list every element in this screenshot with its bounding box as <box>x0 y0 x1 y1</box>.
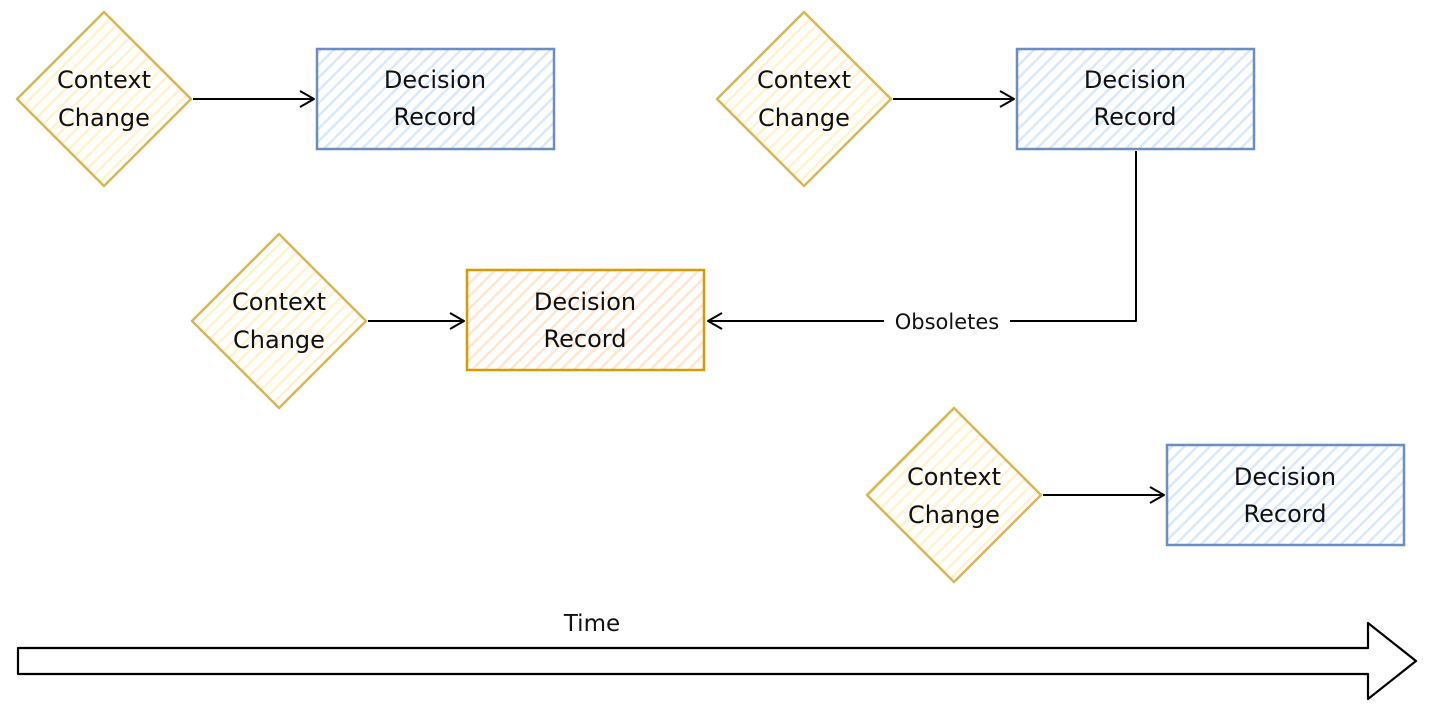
context-change-label-line2: Change <box>908 501 1000 529</box>
decision-record-label-line2: Record <box>394 103 477 131</box>
context-change-label-line2: Change <box>758 104 850 132</box>
context-change-label-line2: Change <box>58 104 150 132</box>
decision-record-label-line2: Record <box>544 325 627 353</box>
context-change-label-line1: Context <box>907 463 1001 491</box>
decision-record-label-line2: Record <box>1094 103 1177 131</box>
context-change-label-line1: Context <box>757 66 851 94</box>
context-change-label-line2: Change <box>233 326 325 354</box>
obsoletes-edge: Obsoletes <box>707 151 1137 334</box>
connector-arrow <box>893 90 1015 108</box>
context-change-label-line1: Context <box>57 66 151 94</box>
context-change-label-line1: Context <box>232 288 326 316</box>
decision-record-label-line1: Decision <box>534 288 636 316</box>
context-change-diamond: Context Change <box>15 10 193 188</box>
decision-record-label-line1: Decision <box>384 66 486 94</box>
decision-record-box: Decision Record <box>1165 443 1406 547</box>
time-axis-arrow <box>16 621 1418 701</box>
connector-arrow <box>368 312 465 330</box>
context-change-diamond: Context Change <box>190 232 368 410</box>
connector-arrow <box>1043 486 1165 504</box>
connector-arrow <box>193 90 315 108</box>
obsoletes-label: Obsoletes <box>895 310 1000 334</box>
decision-record-box-obsoleted: Decision Record <box>465 268 706 372</box>
decision-record-box: Decision Record <box>1015 47 1256 151</box>
decision-record-label-line1: Decision <box>1084 66 1186 94</box>
context-change-diamond: Context Change <box>865 406 1043 584</box>
time-axis-label: Time <box>563 611 620 637</box>
decision-record-box: Decision Record <box>315 47 556 151</box>
context-change-diamond: Context Change <box>715 10 893 188</box>
decision-record-label-line1: Decision <box>1234 463 1336 491</box>
decision-record-label-line2: Record <box>1244 500 1327 528</box>
